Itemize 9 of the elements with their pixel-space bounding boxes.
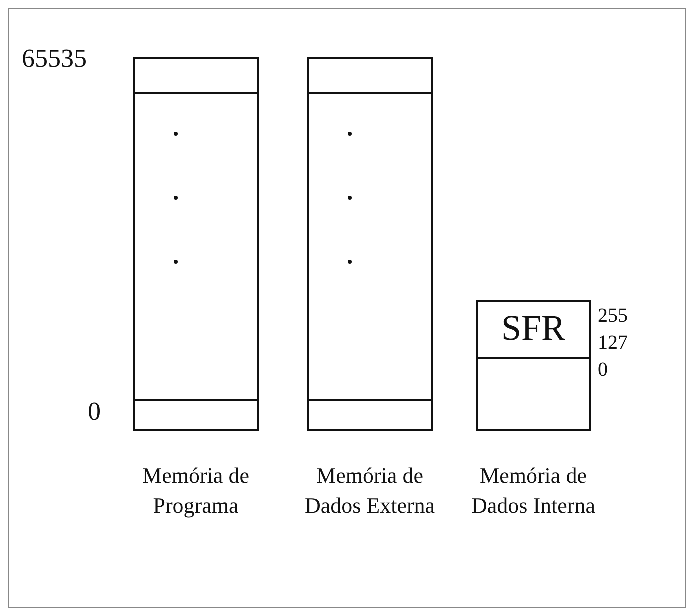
address-label: 0 <box>88 400 101 424</box>
memory-caption: Memória de Dados Interna <box>470 462 596 520</box>
address-label: 127 <box>598 331 628 355</box>
region-label: SFR <box>501 308 566 348</box>
memory-caption: Memória de Programa <box>142 462 250 520</box>
address-label: 255 <box>598 304 628 328</box>
address-label: 0 <box>598 358 608 382</box>
memory-caption: Memória de Dados Externa <box>304 462 436 520</box>
address-label: 65535 <box>22 47 87 71</box>
